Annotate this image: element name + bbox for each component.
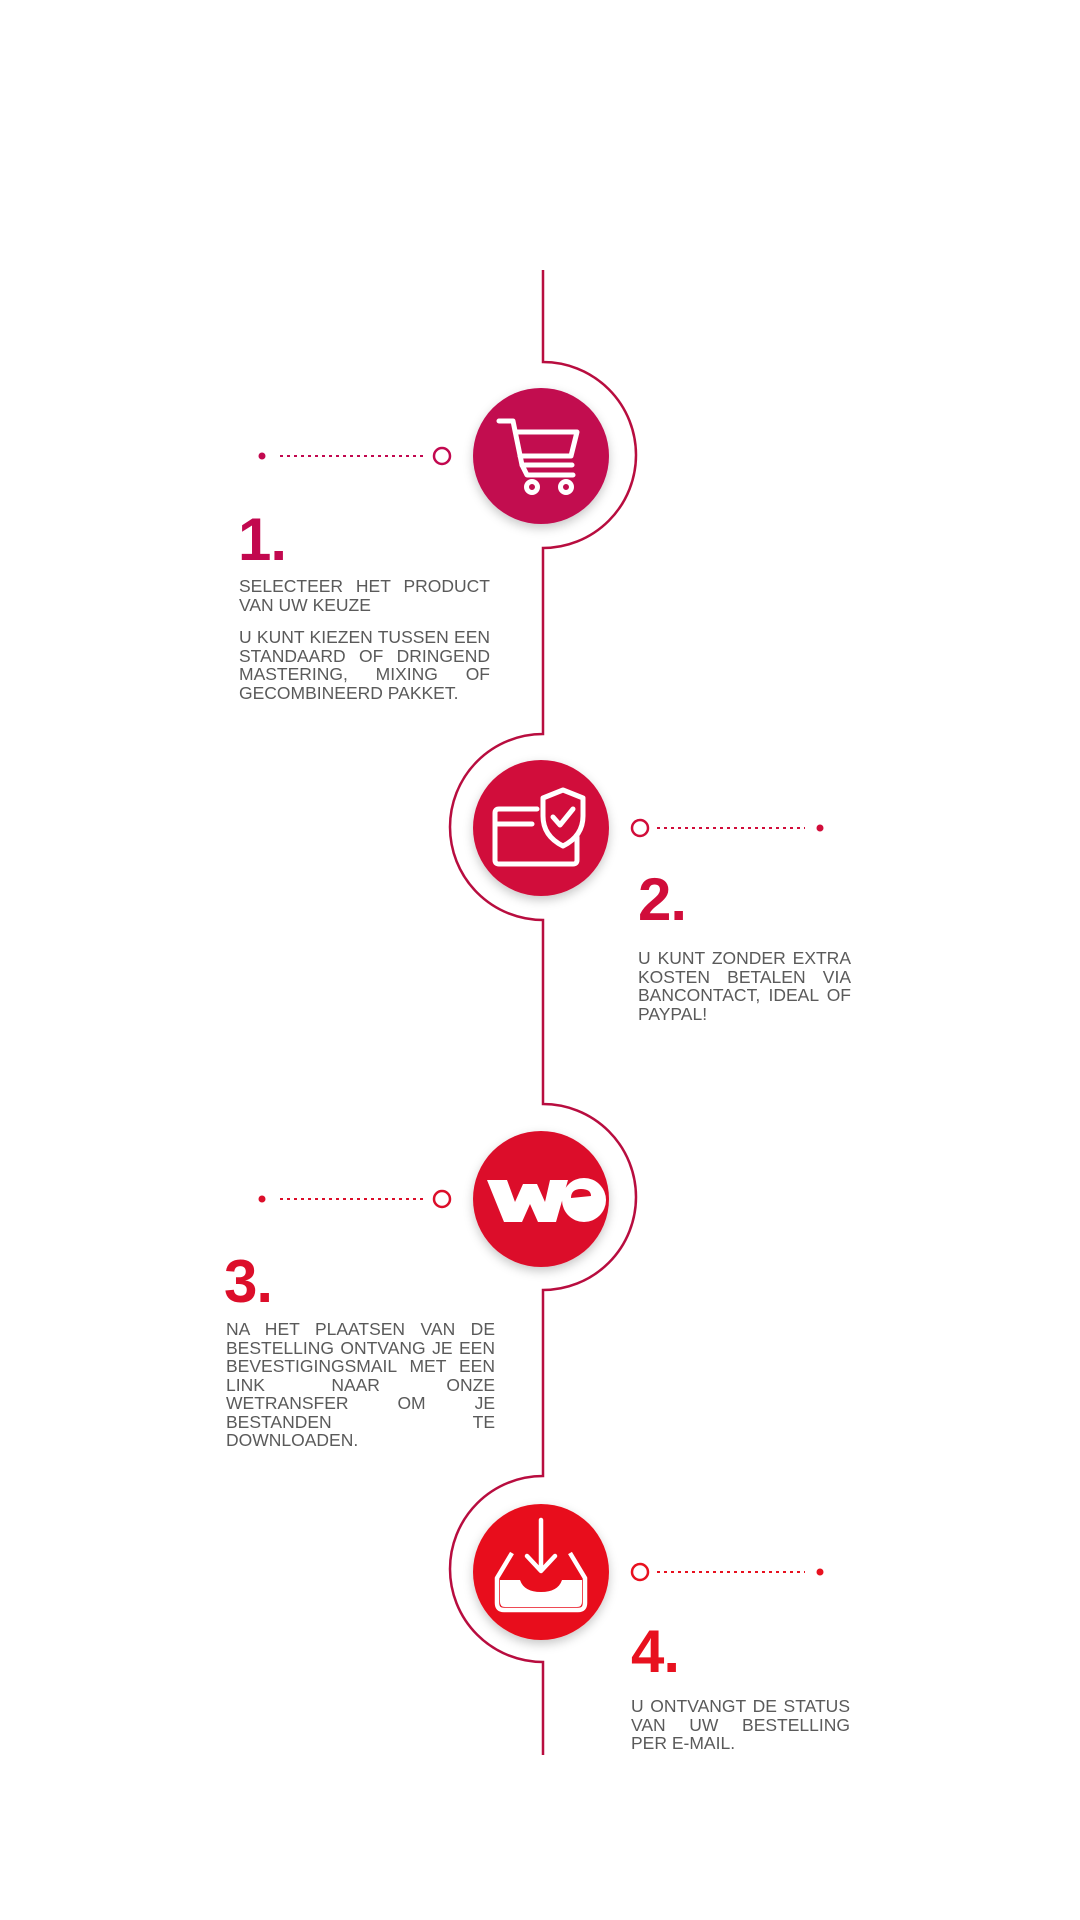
step-4-description: U ONTVANGT DE STATUS VAN UW BESTELLING P… bbox=[631, 1697, 850, 1753]
step-3-number: 3. bbox=[224, 1248, 273, 1315]
connector-step-3 bbox=[258, 1189, 452, 1209]
step-4-text: U ONTVANGT DE STATUS VAN UW BESTELLING P… bbox=[631, 1696, 850, 1753]
connector-step-4 bbox=[630, 1562, 824, 1582]
step-1-description: SELECTEER HET PRODUCT VAN UW KEUZE U KUN… bbox=[239, 577, 490, 702]
wetransfer-icon bbox=[487, 1178, 606, 1222]
step-3-text: NA HET PLAATSEN VAN DE BESTELLING ONTVAN… bbox=[226, 1319, 495, 1450]
download-inbox-icon bbox=[494, 1517, 588, 1613]
connector-step-2 bbox=[630, 818, 824, 838]
step-1-text: U KUNT KIEZEN TUSSEN EEN STANDAARD OF DR… bbox=[239, 627, 490, 703]
step-2-description: U KUNT ZONDER EXTRA KOSTEN BETALEN VIA B… bbox=[638, 949, 851, 1023]
step-4-number: 4. bbox=[631, 1618, 680, 1685]
shopping-cart-icon bbox=[496, 418, 580, 495]
step-3-description: NA HET PLAATSEN VAN DE BESTELLING ONTVAN… bbox=[226, 1320, 495, 1450]
timeline-line bbox=[448, 270, 638, 1755]
secure-payment-icon bbox=[492, 787, 586, 867]
connector-step-1 bbox=[258, 446, 452, 466]
step-2-number: 2. bbox=[638, 866, 687, 933]
step-1-heading: SELECTEER HET PRODUCT VAN UW KEUZE bbox=[239, 576, 490, 615]
step-1-number: 1. bbox=[238, 506, 287, 573]
step-2-text: U KUNT ZONDER EXTRA KOSTEN BETALEN VIA B… bbox=[638, 948, 851, 1024]
